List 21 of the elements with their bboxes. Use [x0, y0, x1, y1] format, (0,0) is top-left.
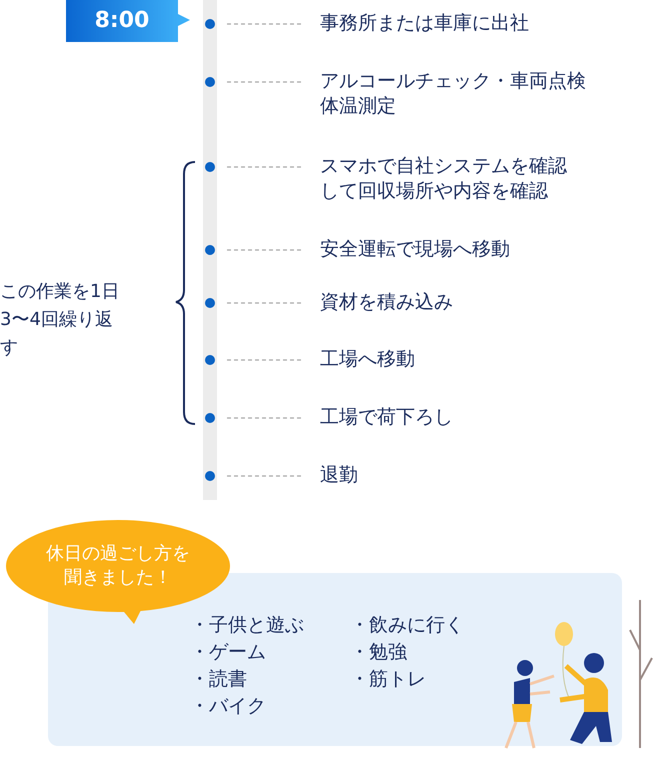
- list-item: ・バイク: [190, 694, 266, 719]
- step-text: スマホで自社システムを確認して回収場所や内容を確認: [320, 154, 573, 204]
- leader-line: [226, 166, 302, 168]
- list-item: ・ゲーム: [190, 640, 266, 665]
- bubble-text: 休日の過ごし方を聞きました！: [45, 542, 191, 590]
- step-text: 工場へ移動: [320, 347, 665, 372]
- step-text: 資材を積み込み: [320, 290, 665, 315]
- repeat-note: この作業を1日3〜4回繰り返す: [0, 280, 120, 360]
- time-badge: [66, 0, 190, 42]
- list-item: ・子供と遊ぶ: [190, 613, 304, 638]
- step-text: 工場で荷下ろし: [320, 405, 665, 430]
- leader-line: [226, 302, 302, 304]
- list-item: ・飲みに行く: [350, 613, 464, 638]
- list-item: ・読書: [190, 667, 247, 692]
- list-item: ・勉強: [350, 640, 407, 665]
- time-label: 8:00: [94, 7, 150, 35]
- step-text: 退勤: [320, 463, 665, 488]
- step-text: アルコールチェック・車両点検体温測定: [320, 69, 592, 119]
- list-item: ・筋トレ: [350, 667, 426, 692]
- step-text: 事務所または車庫に出社: [320, 11, 665, 36]
- step-text: 安全運転で現場へ移動: [320, 237, 665, 262]
